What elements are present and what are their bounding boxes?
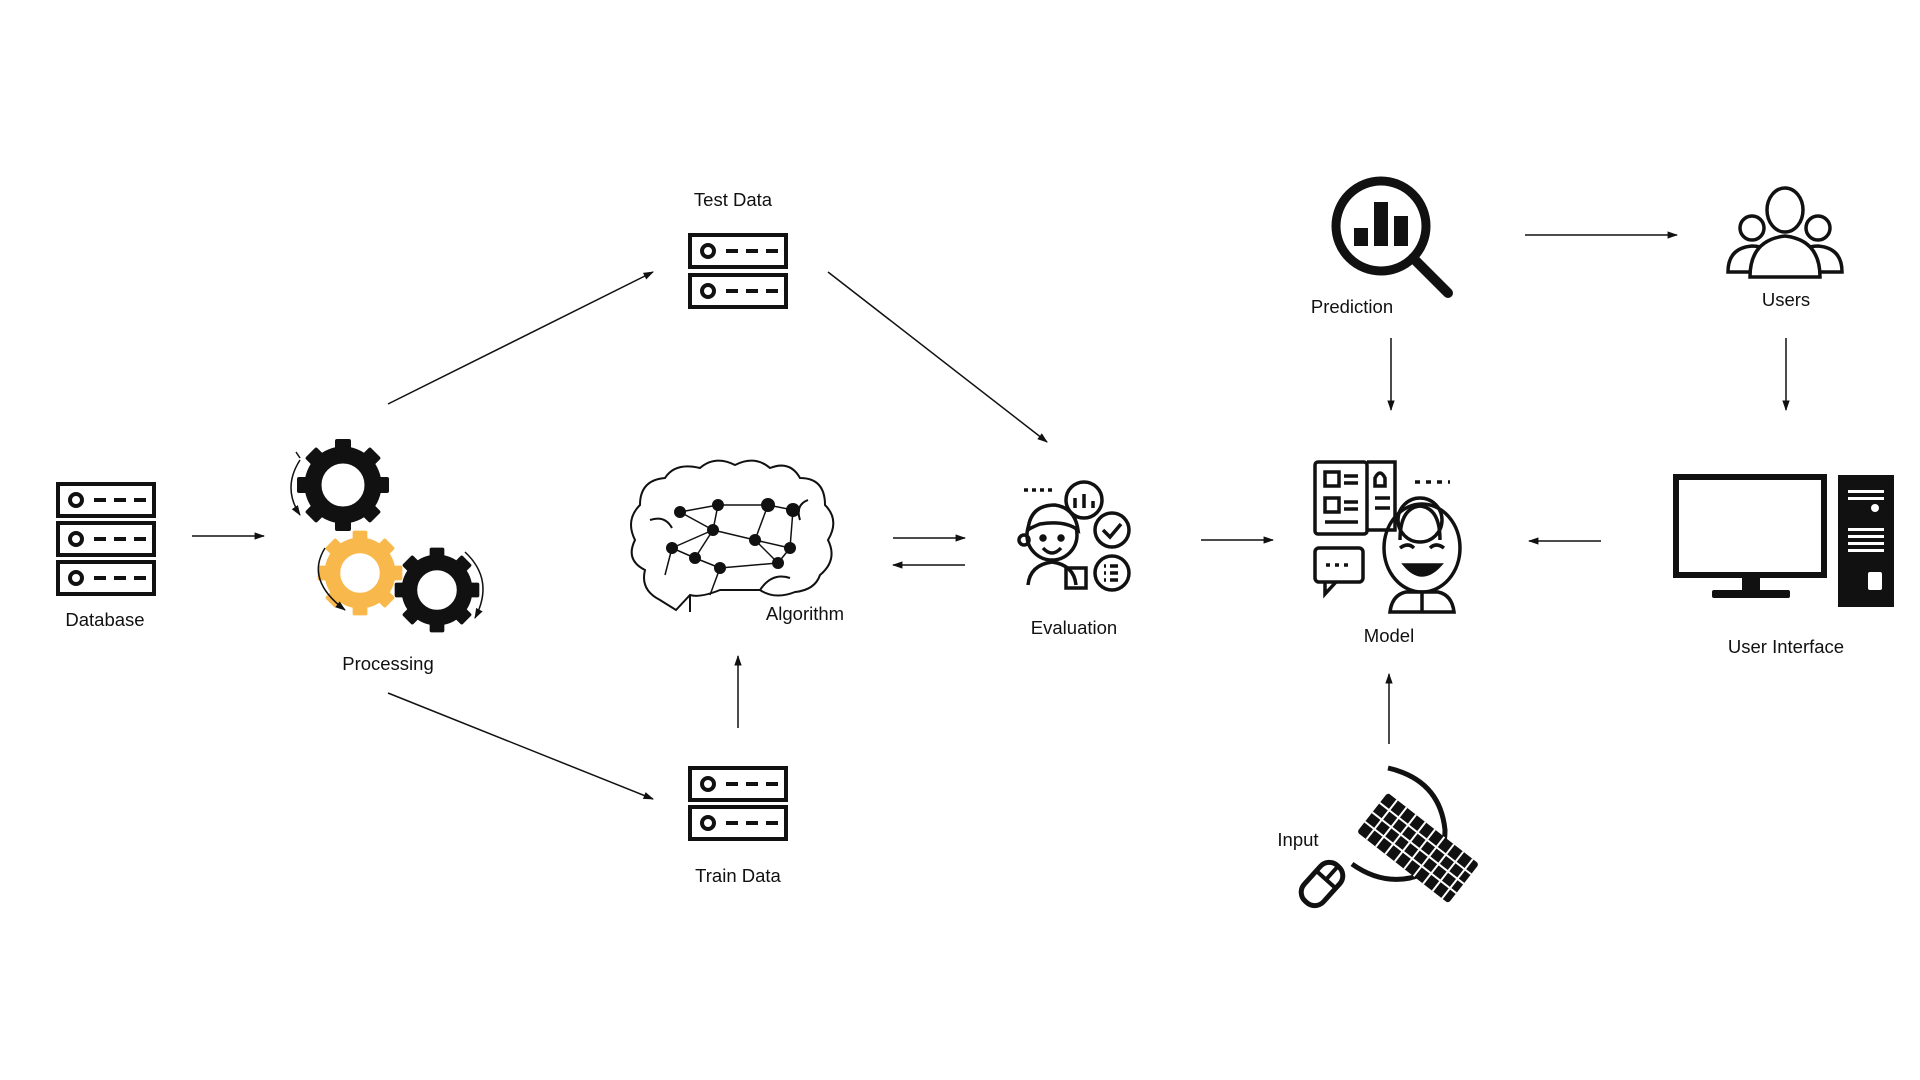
server-icon [56,482,156,596]
brain-network-icon [630,459,835,612]
arrows [192,231,1790,800]
model-thinking-icon [1313,460,1462,614]
server-icon [688,766,788,841]
user-interface-label: User Interface [1728,636,1844,657]
arrow-test-data-to-evaluation [827,271,1048,443]
evaluation-label: Evaluation [1031,617,1117,638]
train-data-label: Train Data [695,865,781,886]
arrow-processing-to-test-data [387,271,654,405]
input-label: Input [1277,829,1318,850]
node-input: Input [1277,765,1478,909]
users-group-icon [1726,186,1844,279]
node-model: Model [1313,460,1462,646]
arrow-processing-to-train-data [387,692,654,800]
algorithm-label: Algorithm [766,603,844,624]
evaluation-person-icon [1017,480,1131,592]
database-label: Database [65,609,144,630]
node-train-data: Train Data [688,766,788,886]
node-prediction: Prediction [1311,176,1453,317]
node-user-interface: User Interface [1673,474,1894,657]
node-algorithm: Algorithm [630,459,844,624]
test-data-label: Test Data [694,189,773,210]
node-evaluation: Evaluation [1017,480,1131,638]
prediction-label: Prediction [1311,296,1393,317]
keyboard-mouse-icon [1298,765,1478,909]
gears-icon [291,439,483,632]
node-users: Users [1726,186,1844,310]
node-database: Database [56,482,156,630]
node-processing: Processing [291,439,483,674]
users-label: Users [1762,289,1810,310]
desktop-computer-icon [1673,474,1894,607]
node-test-data: Test Data [688,189,788,309]
server-icon [688,233,788,309]
model-label: Model [1364,625,1414,646]
processing-label: Processing [342,653,434,674]
magnifier-chart-icon [1331,176,1453,298]
